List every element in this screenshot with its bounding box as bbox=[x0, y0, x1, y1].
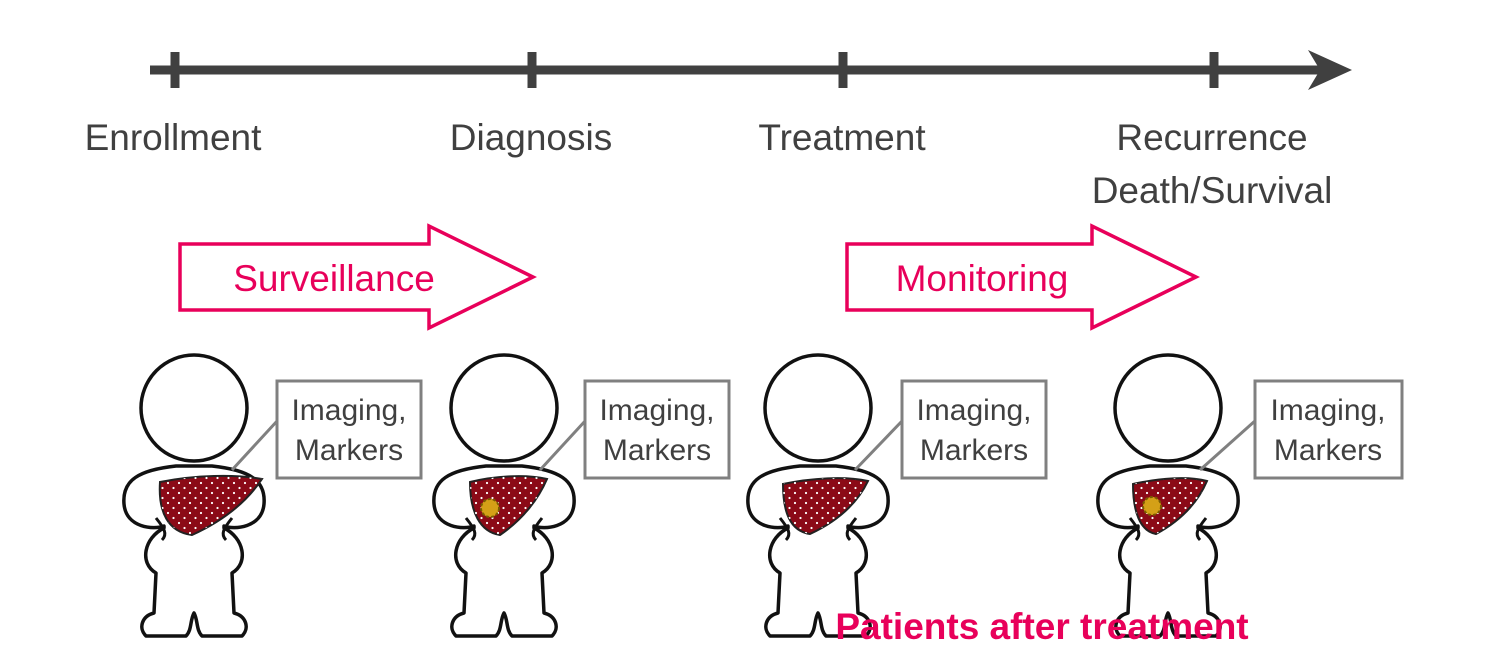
timeline-axis bbox=[150, 50, 1352, 90]
milestone-label-recurrence: Recurrence bbox=[1116, 117, 1307, 158]
tumor-icon bbox=[1142, 496, 1162, 516]
callout-line2: Markers bbox=[295, 434, 403, 467]
callout-line2: Markers bbox=[1274, 434, 1382, 467]
callout-box bbox=[1253, 379, 1404, 480]
phase-arrow-surveillance: Surveillance bbox=[178, 223, 537, 331]
callout-line2: Markers bbox=[603, 434, 711, 467]
patient-figure-diagnosis: Imaging, Markers bbox=[432, 353, 731, 638]
callout-line1: Imaging, bbox=[291, 394, 406, 427]
patient-figure-treatment: Imaging, Markers bbox=[746, 353, 1048, 638]
callout-box bbox=[583, 379, 731, 480]
callout-line1: Imaging, bbox=[916, 394, 1031, 427]
callout-line1: Imaging, bbox=[1270, 394, 1385, 427]
milestone-label-death-survival: Death/Survival bbox=[1092, 170, 1333, 211]
milestone-label-enrollment: Enrollment bbox=[85, 117, 263, 158]
callout-line2: Markers bbox=[920, 434, 1028, 467]
callout-box bbox=[275, 379, 423, 480]
callout-line1: Imaging, bbox=[599, 394, 714, 427]
phase-arrow-monitoring: Monitoring bbox=[845, 223, 1200, 331]
milestone-label-treatment: Treatment bbox=[758, 117, 926, 158]
phase-label-surveillance: Surveillance bbox=[233, 258, 435, 299]
footer-label: Patients after treatment bbox=[835, 606, 1248, 647]
tumor-icon bbox=[480, 498, 500, 518]
patient-figure-recurrence: Imaging, Markers bbox=[1096, 353, 1404, 638]
patient-figure-enrollment: Imaging, Markers bbox=[122, 353, 423, 638]
phase-label-monitoring: Monitoring bbox=[896, 258, 1069, 299]
milestone-label-diagnosis: Diagnosis bbox=[450, 117, 612, 158]
callout-box bbox=[900, 379, 1048, 480]
